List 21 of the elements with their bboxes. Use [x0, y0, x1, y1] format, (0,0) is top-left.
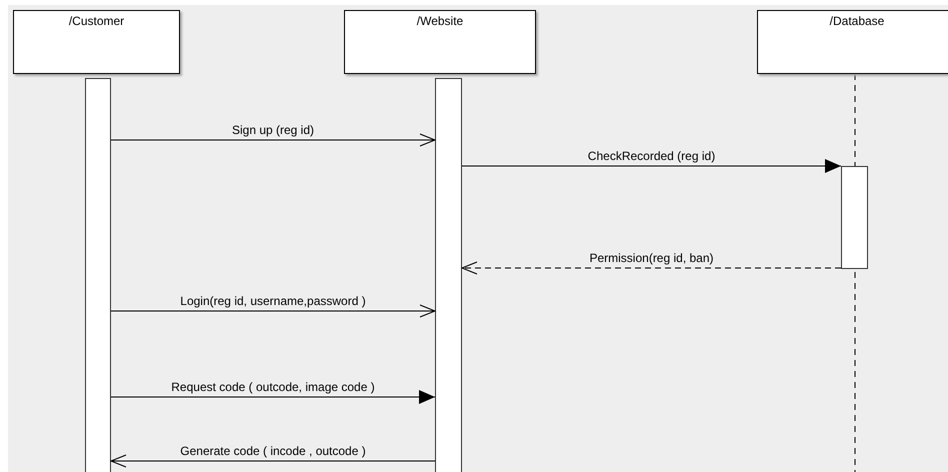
message-label: Sign up (reg id)	[232, 123, 314, 137]
message-label: Generate code ( incode , outcode )	[180, 444, 366, 458]
message-arrow	[462, 159, 842, 173]
message-label: Request code ( outcode, image code )	[171, 380, 375, 394]
message-arrow	[110, 390, 436, 404]
message-label: CheckRecorded (reg id)	[588, 149, 716, 163]
return-message-arrow	[462, 262, 842, 274]
activation-bar	[435, 78, 462, 472]
participant-name: /Customer	[68, 14, 126, 28]
lifeline-header-box	[757, 10, 948, 74]
participant-name: /Database	[828, 14, 886, 28]
lifeline-header-box	[344, 10, 536, 74]
activation-bar	[841, 166, 868, 269]
message-arrow	[110, 454, 436, 468]
lifeline-header-box	[13, 10, 180, 74]
participant-name: /Website	[416, 14, 464, 28]
message-label: Login(reg id, username,password )	[180, 294, 366, 308]
message-label: Permission(reg id, ban)	[589, 251, 714, 265]
message-arrow	[110, 134, 436, 146]
activation-bar	[85, 78, 111, 472]
message-arrow	[110, 304, 436, 318]
